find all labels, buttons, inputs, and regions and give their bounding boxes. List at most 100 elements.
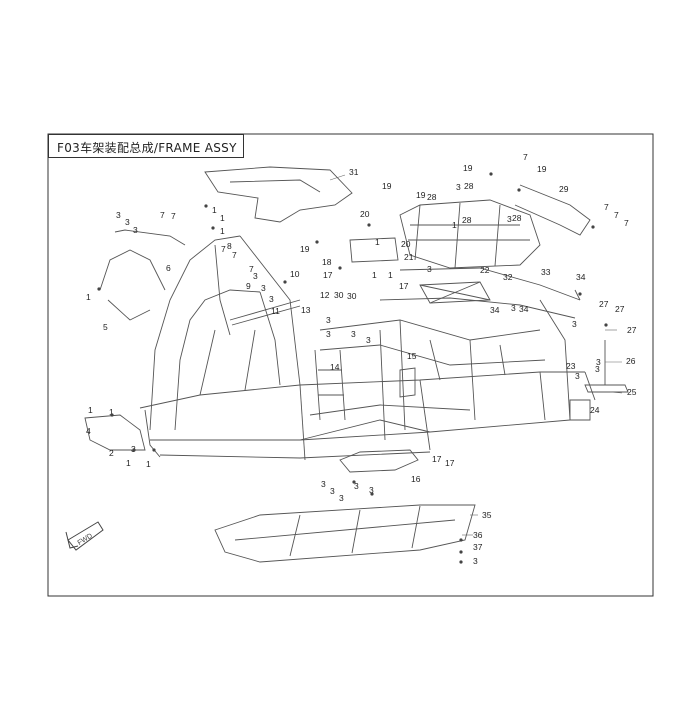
callout-leaders xyxy=(329,174,623,536)
callout-36: 36 xyxy=(473,530,483,540)
callout-3: 3 xyxy=(339,493,344,503)
callout-3: 3 xyxy=(326,329,331,339)
callout-7: 7 xyxy=(221,244,226,254)
callout-28: 28 xyxy=(512,213,522,223)
callout-1: 1 xyxy=(375,237,380,247)
callout-27: 27 xyxy=(615,304,625,314)
callout-28: 28 xyxy=(464,181,474,191)
sheet-border xyxy=(47,133,654,597)
callout-19: 19 xyxy=(537,164,547,174)
callout-1: 1 xyxy=(220,213,225,223)
callout-3: 3 xyxy=(596,357,601,367)
callout-19: 19 xyxy=(300,244,310,254)
callout-37: 37 xyxy=(473,542,483,552)
callout-3: 3 xyxy=(473,556,478,566)
callout-34: 34 xyxy=(490,305,500,315)
callout-3: 3 xyxy=(326,315,331,325)
callout-8: 8 xyxy=(227,241,232,251)
callout-17: 17 xyxy=(432,454,442,464)
callout-27: 27 xyxy=(599,299,609,309)
callout-16: 16 xyxy=(411,474,421,484)
callout-1: 1 xyxy=(220,226,225,236)
callout-33: 33 xyxy=(541,267,551,277)
callout-17: 17 xyxy=(445,458,455,468)
callout-3: 3 xyxy=(321,479,326,489)
callout-5: 5 xyxy=(103,322,108,332)
callout-3: 3 xyxy=(575,371,580,381)
callout-7: 7 xyxy=(604,202,609,212)
callout-3: 3 xyxy=(351,329,356,339)
callout-30: 30 xyxy=(347,291,357,301)
callout-2: 2 xyxy=(109,448,114,458)
callout-19: 19 xyxy=(416,190,426,200)
callout-19: 19 xyxy=(382,181,392,191)
callout-6: 6 xyxy=(166,263,171,273)
callout-3: 3 xyxy=(572,319,577,329)
callout-3: 3 xyxy=(269,294,274,304)
callout-22: 22 xyxy=(480,265,490,275)
callout-31: 31 xyxy=(349,167,359,177)
callout-20: 20 xyxy=(360,209,370,219)
callout-7: 7 xyxy=(614,210,619,220)
callout-7: 7 xyxy=(249,264,254,274)
callout-28: 28 xyxy=(462,215,472,225)
callout-3: 3 xyxy=(116,210,121,220)
callout-26: 26 xyxy=(626,356,636,366)
callout-7: 7 xyxy=(232,250,237,260)
callout-21: 21 xyxy=(404,252,414,262)
callout-1: 1 xyxy=(372,270,377,280)
callout-1: 1 xyxy=(126,458,131,468)
callout-20: 20 xyxy=(401,239,411,249)
callout-labels: 1 1 1 1 1 1 1 1 1 1 1 1 2 3 3 3 3 3 3 3 … xyxy=(86,152,637,566)
callout-7: 7 xyxy=(523,152,528,162)
callout-3: 3 xyxy=(427,264,432,274)
callout-13: 13 xyxy=(301,305,311,315)
callout-34: 34 xyxy=(519,304,529,314)
callout-1: 1 xyxy=(146,459,151,469)
callout-7: 7 xyxy=(160,210,165,220)
fwd-label: FWD xyxy=(77,533,94,547)
title-box: F03车架装配总成/FRAME ASSY xyxy=(48,134,244,158)
callout-3: 3 xyxy=(507,214,512,224)
callout-3: 3 xyxy=(253,271,258,281)
callout-3: 3 xyxy=(595,364,600,374)
callout-30: 30 xyxy=(334,290,344,300)
fwd-badge: FWD xyxy=(65,521,104,551)
callout-12: 12 xyxy=(320,290,330,300)
callout-3: 3 xyxy=(354,481,359,491)
callout-1: 1 xyxy=(388,270,393,280)
callout-18: 18 xyxy=(322,257,332,267)
callout-29: 29 xyxy=(559,184,569,194)
callout-1: 1 xyxy=(109,407,114,417)
callout-1: 1 xyxy=(86,292,91,302)
callout-7: 7 xyxy=(171,211,176,221)
page-title: F03车架装配总成/FRAME ASSY xyxy=(57,141,237,155)
callout-35: 35 xyxy=(482,510,492,520)
callout-25: 25 xyxy=(627,387,637,397)
callout-1: 1 xyxy=(452,220,457,230)
callout-23: 23 xyxy=(566,361,576,371)
callout-9: 9 xyxy=(246,281,251,291)
callout-17: 17 xyxy=(323,270,333,280)
callout-14: 14 xyxy=(330,362,340,372)
callout-1: 1 xyxy=(212,205,217,215)
frame-linework xyxy=(84,166,629,563)
callout-24: 24 xyxy=(590,405,600,415)
callout-3: 3 xyxy=(366,335,371,345)
callout-3: 3 xyxy=(511,303,516,313)
callout-3: 3 xyxy=(133,225,138,235)
callout-32: 32 xyxy=(503,272,513,282)
callout-34: 34 xyxy=(576,272,586,282)
callout-7: 7 xyxy=(624,218,629,228)
callout-17: 17 xyxy=(399,281,409,291)
callout-3: 3 xyxy=(369,485,374,495)
callout-10: 10 xyxy=(290,269,300,279)
callout-3: 3 xyxy=(261,283,266,293)
callout-27: 27 xyxy=(627,325,637,335)
callout-3: 3 xyxy=(330,486,335,496)
callout-28: 28 xyxy=(427,192,437,202)
callout-1: 1 xyxy=(88,405,93,415)
callout-3: 3 xyxy=(125,217,130,227)
